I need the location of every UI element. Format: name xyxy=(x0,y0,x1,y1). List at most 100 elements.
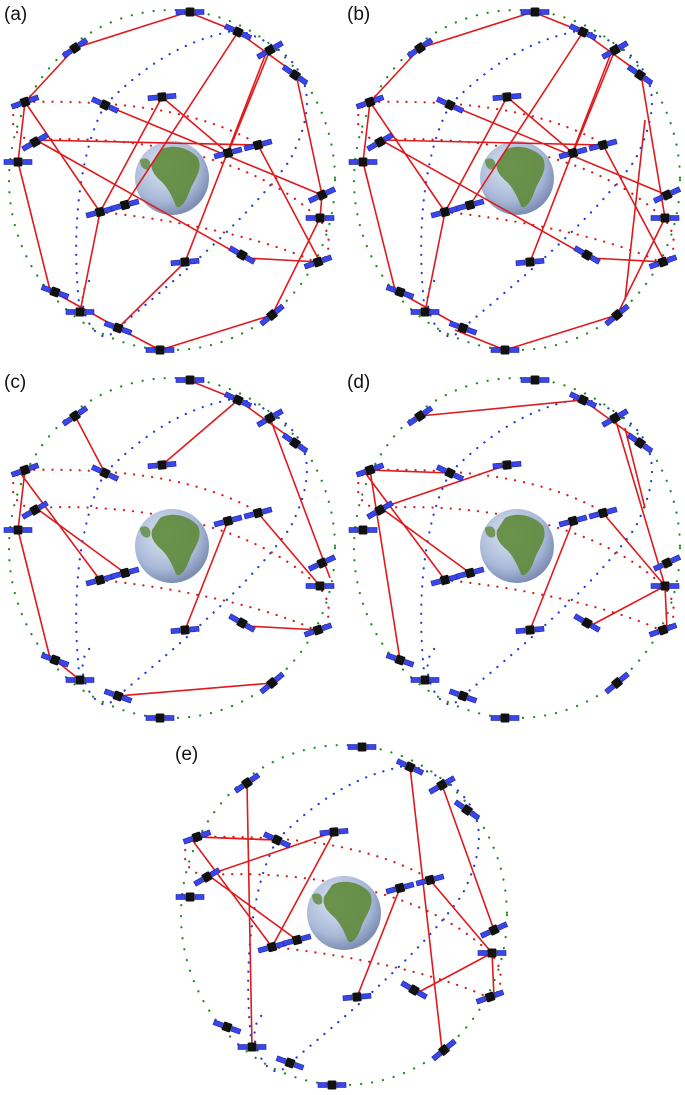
satellite-icon xyxy=(223,391,253,409)
satellite-icon xyxy=(145,713,175,723)
satellite-icon xyxy=(601,408,629,428)
inter-satellite-link xyxy=(74,415,106,474)
inter-satellite-link xyxy=(196,836,278,841)
satellite-icon xyxy=(281,432,309,454)
satellite-icon xyxy=(415,873,445,887)
satellite-icon xyxy=(515,625,545,635)
satellite-icon xyxy=(448,320,478,336)
inter-satellite-link xyxy=(17,161,51,291)
satellite-icon xyxy=(455,198,485,212)
satellite-icon xyxy=(385,652,415,668)
inter-satellite-link xyxy=(529,520,574,631)
inter-satellite-link xyxy=(624,119,646,301)
orbit-blue xyxy=(81,396,308,706)
orbit-blue xyxy=(426,28,653,338)
inter-satellite-link xyxy=(449,104,668,196)
inter-satellite-link xyxy=(257,512,321,587)
inter-satellite-link xyxy=(356,887,401,998)
satellite-icon xyxy=(558,146,588,160)
inter-satellite-link xyxy=(99,96,163,213)
satellite-icon xyxy=(65,675,95,685)
satellite-icon xyxy=(65,307,95,317)
inter-satellite-link xyxy=(17,101,26,163)
inter-satellite-link xyxy=(624,427,646,509)
satellite-icon xyxy=(348,525,378,535)
inter-satellite-link xyxy=(602,512,666,587)
satellite-icon xyxy=(317,1080,347,1090)
satellite-icon xyxy=(652,186,682,204)
constellation-diagram xyxy=(3,7,337,355)
satellite-icon xyxy=(281,64,309,86)
panel-d: (d) xyxy=(345,368,685,728)
satellite-icon xyxy=(520,375,550,385)
satellite-icon xyxy=(103,320,133,336)
satellite-icon xyxy=(256,408,284,428)
satellite-icon xyxy=(21,500,49,520)
inter-satellite-link xyxy=(271,831,335,948)
inter-satellite-link xyxy=(295,73,323,196)
panel-label: (d) xyxy=(347,372,371,393)
constellation-diagram xyxy=(348,7,682,355)
inter-satellite-link xyxy=(380,139,591,259)
satellite-icon xyxy=(213,514,243,528)
satellite-icon xyxy=(21,132,49,152)
inter-satellite-link xyxy=(640,73,666,219)
satellite-icon xyxy=(573,613,601,633)
link-layer xyxy=(189,766,495,1051)
satellite-icon xyxy=(243,138,273,152)
satellite-layer xyxy=(3,375,337,723)
inter-satellite-link xyxy=(504,314,618,351)
satellite-icon xyxy=(103,688,133,704)
satellite-icon xyxy=(90,96,120,114)
satellite-icon xyxy=(237,1042,267,1052)
satellite-icon xyxy=(520,7,550,17)
inter-satellite-link xyxy=(416,952,493,994)
panel-label: (b) xyxy=(347,4,371,25)
panel-a: (a) xyxy=(0,0,345,360)
satellite-icon xyxy=(455,566,485,580)
orbit-blue xyxy=(81,28,308,338)
satellite-icon xyxy=(395,758,425,776)
satellite-icon xyxy=(410,675,440,685)
orbit-outer xyxy=(7,8,337,352)
panel-e: (e) xyxy=(172,735,517,1095)
inter-satellite-link xyxy=(17,469,101,581)
satellite-icon xyxy=(568,391,598,409)
satellite-icon xyxy=(305,213,335,223)
inter-satellite-link xyxy=(24,101,101,213)
satellite-icon xyxy=(650,581,680,591)
satellite-icon xyxy=(90,464,120,482)
satellite-icon xyxy=(175,892,205,902)
satellite-icon xyxy=(3,525,33,535)
satellite-icon xyxy=(355,462,385,478)
satellite-icon xyxy=(490,713,520,723)
earth-icon xyxy=(480,509,554,583)
satellite-icon xyxy=(558,514,588,528)
inter-satellite-link xyxy=(444,96,508,213)
satellite-icon xyxy=(626,64,654,86)
satellite-icon xyxy=(85,573,115,587)
constellation-diagram xyxy=(348,375,682,723)
inter-satellite-link xyxy=(589,585,666,627)
inter-satellite-link xyxy=(74,11,189,49)
satellite-icon xyxy=(650,213,680,223)
inter-satellite-link xyxy=(227,49,271,154)
satellite-icon xyxy=(182,829,212,845)
inter-satellite-link xyxy=(246,782,253,1048)
satellite-icon xyxy=(145,345,175,355)
satellite-icon xyxy=(428,775,456,795)
orbit-outer xyxy=(352,376,682,720)
satellite-icon xyxy=(406,405,434,427)
satellite-layer xyxy=(348,7,682,355)
inter-satellite-link xyxy=(207,831,335,876)
satellite-icon xyxy=(228,613,256,633)
inter-satellite-link xyxy=(35,139,246,259)
inter-satellite-link xyxy=(664,585,668,631)
satellite-icon xyxy=(366,500,394,520)
panel-label: (c) xyxy=(4,372,27,393)
panel-label: (e) xyxy=(175,744,199,765)
satellite-icon xyxy=(588,138,618,152)
inter-satellite-link xyxy=(257,144,321,263)
satellite-icon xyxy=(648,622,678,638)
satellite-icon xyxy=(61,37,89,59)
